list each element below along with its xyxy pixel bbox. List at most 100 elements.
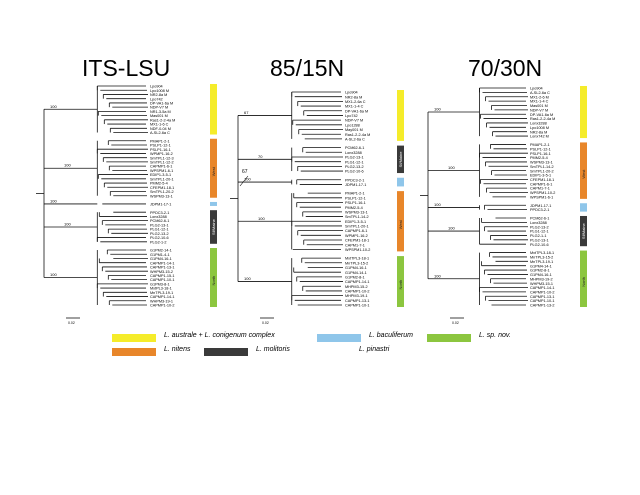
taxon-label: PPDC3-2-1 xyxy=(530,208,549,212)
taxon-label: MnTPL3-15-2 xyxy=(530,256,553,260)
taxon-label: WPSPM1-6-1 xyxy=(150,169,173,173)
taxon-label: Lpo742 xyxy=(345,114,358,118)
taxon-label: NR1-3-5a M xyxy=(150,110,171,114)
taxon-label: SmTPL1-20-1 xyxy=(150,177,174,181)
clade-bar-label: West xyxy=(581,169,586,179)
legend-label: L. australe + L. conigenum complex xyxy=(164,332,275,339)
legend-label: L. molitoris xyxy=(256,346,290,353)
taxon-label: PLG2-13-1 xyxy=(150,223,169,227)
taxon-label: CAPMP1-14-1 xyxy=(530,286,554,290)
scale-bar-label: 0.02 xyxy=(452,321,459,325)
taxon-label: Lpo904 xyxy=(530,87,543,91)
bootstrap-value: 100 xyxy=(50,104,57,109)
taxon-label: Lpo904 xyxy=(150,85,163,89)
taxon-label: G1PM2-8-1 xyxy=(530,269,550,273)
clade-bar-green xyxy=(397,256,404,307)
taxon-label: CAPMP1-14-1 xyxy=(150,295,174,299)
taxon-label: Lonx3288 xyxy=(345,151,362,155)
taxon-label: PLG2-1-2 xyxy=(150,240,166,244)
taxon-label: May001 M xyxy=(345,128,363,132)
taxon-label: Lpo742 xyxy=(150,97,163,101)
clade-bar-green xyxy=(210,248,217,307)
bootstrap-value: 100 xyxy=(258,216,265,221)
taxon-label: CAPMP1-10-2 xyxy=(530,290,554,294)
clade-bar-yellow xyxy=(580,86,587,139)
legend-swatch-yellow xyxy=(112,334,156,342)
taxon-label: PLG2-1-1 xyxy=(530,234,546,238)
clade-bar-green xyxy=(580,250,587,307)
bootstrap-value: 100 xyxy=(448,226,455,231)
taxon-label: Ras1-2-2-4a M xyxy=(530,117,555,121)
taxon-label: Lpo1008 M xyxy=(150,89,169,93)
annotation-arrow xyxy=(239,175,249,187)
taxon-label: DP-VA1-6a M xyxy=(150,102,173,106)
bootstrap-value: 100 xyxy=(244,177,251,182)
clade-bar-yellow xyxy=(210,84,217,135)
taxon-label: EDIP1-3-5-1 xyxy=(150,173,171,177)
legend-label: L. nitens xyxy=(164,346,191,353)
taxon-label: PLG1-12-1 xyxy=(530,230,549,234)
taxon-label: MX1-1-4 C xyxy=(345,105,364,109)
clade-bar-blue xyxy=(580,203,587,212)
bootstrap-value: 100 xyxy=(50,198,57,203)
taxon-label: CAPMP1-6-1 xyxy=(150,165,172,169)
taxon-label: CAPM1-7-1 xyxy=(530,187,550,191)
taxon-label: PSLP1-16-1 xyxy=(345,201,366,205)
legend-label: L. sp. nov. xyxy=(479,332,511,339)
taxon-label: PPDC3-2-1 xyxy=(345,178,364,182)
clade-bar-label: West xyxy=(211,166,216,176)
taxon-label: JDPM1-17-1 xyxy=(345,183,366,187)
taxon-label: PSLP1-12-1 xyxy=(345,196,366,200)
taxon-label: G1PM4-16-1 xyxy=(150,257,172,261)
taxon-label: G1PM4-16-1 xyxy=(530,273,552,277)
taxon-label: PMAP1-2-1 xyxy=(345,192,365,196)
taxon-label: NR2-8a M xyxy=(345,95,362,99)
taxon-label: SmTPL1-12-3 xyxy=(150,156,174,160)
taxon-label: CAPMP1-10-1 xyxy=(530,299,554,303)
taxon-label: MxtTPL3-18-1 xyxy=(530,251,554,255)
taxon-label: WSPM3-13-1 xyxy=(530,161,553,165)
taxon-label: A-SL2-6a C xyxy=(150,131,170,135)
taxon-label: MnTPL3-19-1 xyxy=(150,291,173,295)
taxon-label: PSLP1-12-1 xyxy=(150,144,171,148)
taxon-label: CAPMP1-14-1 xyxy=(345,280,369,284)
taxon-label: NR2-8a M xyxy=(150,93,167,97)
taxon-label: PLG2-13-2 xyxy=(345,165,364,169)
taxon-label: Lonx3288 xyxy=(150,215,167,219)
taxon-label: CFEPM1-18-1 xyxy=(530,178,554,182)
taxon-label: G1PM1-4-1 xyxy=(150,253,170,257)
taxon-label: WSPM3-13-1 xyxy=(345,210,368,214)
taxon-label: Ras1-2-2-4a M xyxy=(150,118,175,122)
clade-bar-blue xyxy=(210,201,217,206)
bootstrap-value: 100 xyxy=(434,273,441,278)
taxon-label: JDPM1-17-1 xyxy=(150,203,171,207)
taxon-label: WPMP1-16-2 xyxy=(345,234,368,238)
taxon-label: CAPMP1-15-1 xyxy=(150,274,174,278)
taxon-label: NDP-V7 M xyxy=(530,108,548,112)
taxon-label: WPMP1-16-2 xyxy=(150,152,173,156)
bootstrap-value: 100 xyxy=(244,276,251,281)
clade-bar-orange xyxy=(210,138,217,198)
taxon-label: PSLP1-16-1 xyxy=(530,152,551,156)
clade-bar-orange xyxy=(580,142,587,199)
taxon-label: CAPMP1-10-2 xyxy=(150,304,174,308)
taxon-label: MX1-2-6 M xyxy=(530,95,549,99)
taxon-label: PSLP1-12-1 xyxy=(530,147,551,151)
taxon-label: PSLP1-16-1 xyxy=(150,148,171,152)
taxon-label: A-SL2-6a C xyxy=(530,91,550,95)
taxon-label: MHPM3-19-2 xyxy=(530,277,553,281)
taxon-label: Lonx3288 xyxy=(530,122,547,126)
legend-label: L. baculiferum xyxy=(369,332,413,339)
legend: L. australe + L. conigenum complex L. ba… xyxy=(112,332,582,362)
taxon-label: EDIP1-3-5-1 xyxy=(345,220,366,224)
taxon-label: MHPM3-19-1 xyxy=(345,294,368,298)
bootstrap-value: 100 xyxy=(448,165,455,170)
taxon-label: CAPM1-7-1 xyxy=(345,243,365,247)
clade-bar-orange xyxy=(397,191,404,252)
taxon-label: Ras1-2-2-4a M xyxy=(345,133,370,137)
bootstrap-value: 100 xyxy=(434,107,441,112)
legend-swatch-black xyxy=(204,348,248,356)
taxon-label: MxtTPL3-18-1 xyxy=(345,257,369,261)
taxon-label: PLG2-10-6 xyxy=(150,236,169,240)
